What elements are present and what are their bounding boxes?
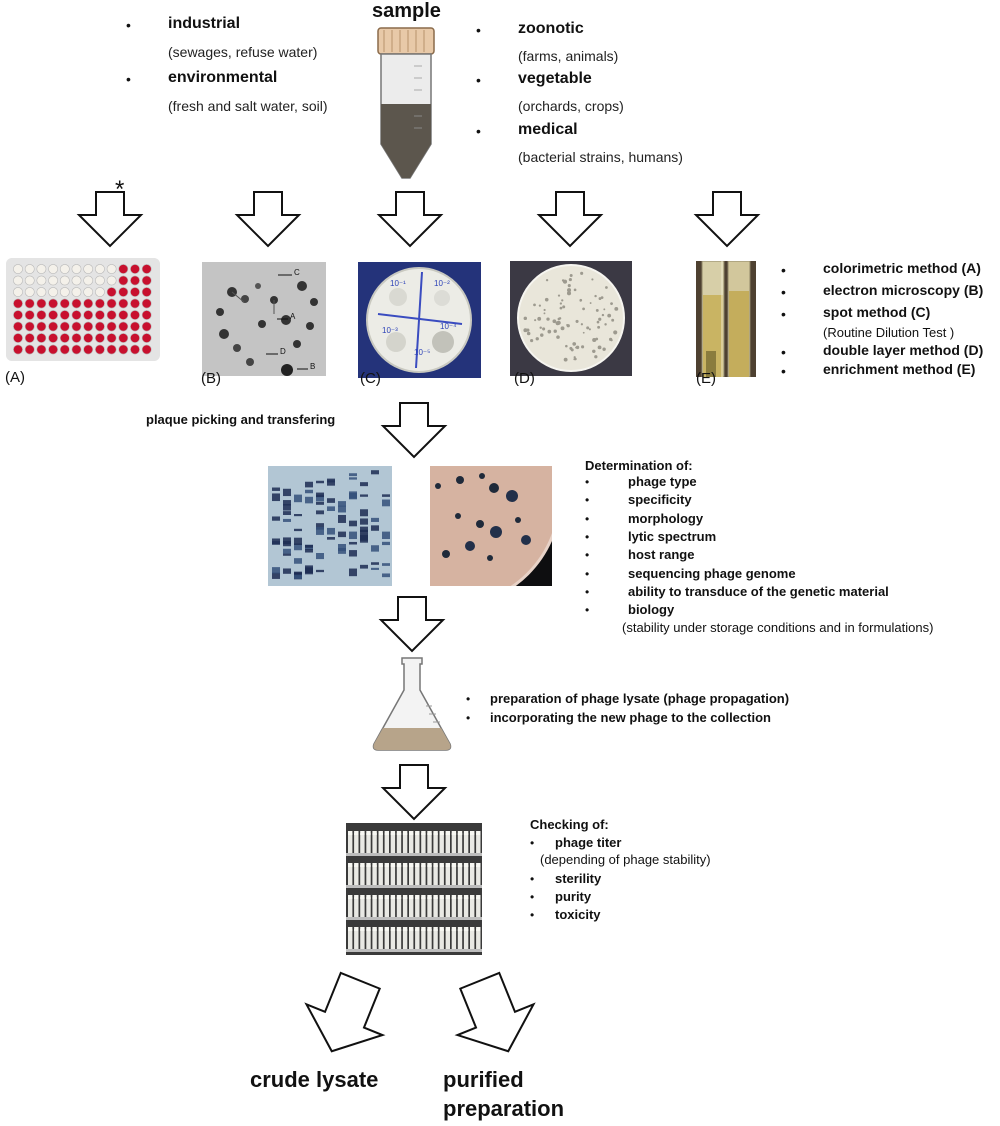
source-industrial-detail: (sewages, refuse water) — [168, 44, 318, 60]
bullet-dot: • — [781, 306, 786, 322]
bullet-dot: • — [585, 493, 590, 507]
bullet-dot: • — [585, 603, 590, 617]
panel-c-spot-plate-image: 10⁻¹ 10⁻² 10⁻³ 10⁻⁴ 10⁻⁵ — [358, 262, 481, 378]
output-crude-lysate: crude lysate — [250, 1067, 379, 1092]
gel-electrophoresis-image — [268, 466, 392, 586]
plate-label: 10⁻⁴ — [440, 322, 457, 331]
plate-label: 10⁻² — [434, 279, 450, 288]
source-vegetable-detail: (orchards, crops) — [518, 98, 624, 114]
source-vegetable: vegetable — [518, 70, 592, 87]
determination-item: sequencing phage genome — [628, 566, 796, 581]
checking-note: (depending of phage stability) — [540, 852, 711, 867]
down-arrow-icon — [380, 764, 448, 821]
determination-item: ability to transduce of the genetic mate… — [628, 584, 889, 599]
erlenmeyer-flask-image — [372, 657, 452, 751]
determination-item: specificity — [628, 492, 692, 507]
down-arrow-icon — [76, 191, 144, 248]
source-zoonotic-detail: (farms, animals) — [518, 48, 619, 64]
bullet-dot: • — [585, 512, 590, 526]
down-arrow-icon — [234, 191, 302, 248]
source-environmental-detail: (fresh and salt water, soil) — [168, 98, 328, 114]
panel-b-label: (B) — [201, 370, 221, 387]
panel-c-label: (C) — [360, 370, 381, 387]
em-label-b: B — [310, 362, 316, 371]
bullet-dot: • — [530, 836, 535, 850]
phage-storage-racks-image — [346, 823, 482, 955]
bullet-dot: • — [781, 344, 786, 360]
determination-item: phage type — [628, 474, 697, 489]
checking-item: purity — [555, 889, 592, 904]
source-zoonotic: zoonotic — [518, 20, 584, 37]
bullet-dot: • — [585, 530, 590, 544]
bullet-dot: • — [530, 890, 535, 904]
bullet-dot: • — [476, 72, 481, 88]
bullet-dot: • — [530, 872, 535, 886]
step-plaque-picking: plaque picking and transfering — [146, 412, 336, 427]
output-purified-line2: preparation — [443, 1096, 565, 1121]
checking-item: phage titer — [555, 835, 622, 850]
bullet-dot: • — [781, 363, 786, 379]
determination-title: Determination of: — [585, 458, 693, 473]
bullet-dot: • — [781, 262, 786, 278]
method-spot: spot method (C) — [823, 304, 931, 320]
bullet-dot: • — [476, 123, 481, 139]
bullet-dot: • — [466, 692, 471, 706]
panel-e-label: (E) — [696, 370, 716, 387]
plate-label: 10⁻⁵ — [414, 348, 431, 357]
bullet-dot: • — [585, 475, 590, 489]
source-industrial: industrial — [168, 15, 241, 32]
method-double-layer: double layer method (D) — [823, 342, 984, 358]
lysate-step-1: preparation of phage lysate (phage propa… — [490, 691, 790, 706]
source-environmental: environmental — [168, 69, 278, 86]
panel-b-electron-micrograph-image: C A D B — [202, 262, 326, 376]
panel-d-label: (D) — [514, 370, 535, 387]
bullet-dot: • — [476, 22, 481, 38]
down-arrow-icon — [378, 596, 446, 653]
method-electron-microscopy: electron microscopy (B) — [823, 282, 984, 298]
source-medical: medical — [518, 121, 578, 138]
plate-label: 10⁻¹ — [390, 279, 406, 288]
bullet-dot: • — [126, 71, 131, 87]
panel-d-double-layer-plate-image — [510, 261, 632, 376]
asterisk-mark: * — [115, 176, 125, 203]
source-medical-detail: (bacterial strains, humans) — [518, 149, 683, 165]
determination-item: host range — [628, 547, 695, 562]
bullet-dot: • — [466, 711, 471, 725]
method-enrichment: enrichment method (E) — [823, 361, 976, 377]
bullet-dot: • — [126, 17, 131, 33]
checking-item: toxicity — [555, 907, 601, 922]
bullet-dot: • — [585, 548, 590, 562]
down-arrow-icon — [693, 191, 761, 248]
plaque-petri-dish-image — [430, 466, 552, 586]
bullet-dot: • — [585, 567, 590, 581]
sample-tube-image — [377, 27, 435, 179]
bullet-dot: • — [585, 585, 590, 599]
method-spot-note: (Routine Dilution Test ) — [823, 325, 955, 340]
method-colorimetric: colorimetric method (A) — [823, 260, 981, 276]
bullet-dot: • — [781, 284, 786, 300]
em-label-d: D — [280, 347, 286, 356]
sample-title: sample — [372, 0, 441, 22]
panel-a-well-plate-image — [6, 258, 160, 361]
down-arrow-icon — [380, 402, 448, 459]
diagonal-down-right-arrow-icon — [454, 971, 536, 1053]
checking-item: sterility — [555, 871, 602, 886]
panel-a-label: (A) — [5, 369, 25, 386]
determination-note: (stability under storage conditions and … — [622, 620, 934, 635]
plate-label: 10⁻³ — [382, 326, 398, 335]
lysate-step-2: incorporating the new phage to the colle… — [490, 710, 771, 725]
output-purified-line1: purified — [443, 1067, 524, 1092]
determination-item: biology — [628, 602, 675, 617]
down-arrow-icon — [376, 191, 444, 248]
determination-item: lytic spectrum — [628, 529, 717, 544]
down-arrow-icon — [536, 191, 604, 248]
bullet-dot: • — [530, 908, 535, 922]
diagonal-down-left-arrow-icon — [304, 971, 386, 1053]
determination-item: morphology — [628, 511, 704, 526]
em-label-a: A — [290, 312, 296, 321]
checking-title: Checking of: — [530, 817, 609, 832]
panel-e-enrichment-tubes-image — [696, 261, 756, 377]
em-label-c: C — [294, 268, 300, 277]
